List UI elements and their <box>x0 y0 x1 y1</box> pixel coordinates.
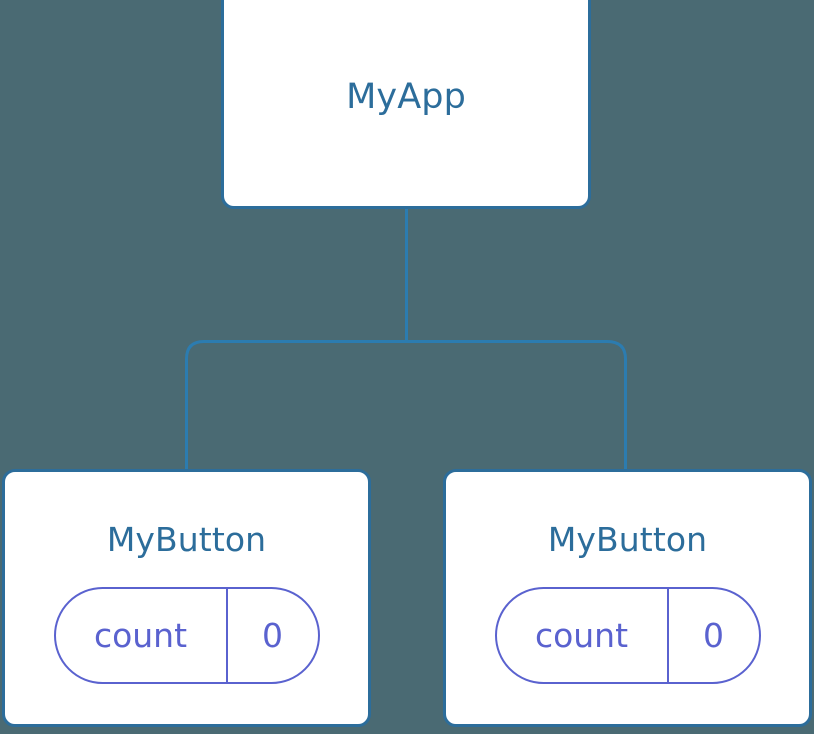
state-key-cell: count <box>56 589 228 682</box>
node-mybutton-2[interactable]: MyButton count 0 <box>443 469 812 727</box>
state-pill[interactable]: count 0 <box>53 587 320 684</box>
node-title: MyButton <box>106 520 267 559</box>
state-value-label: 0 <box>262 616 283 655</box>
node-title: MyButton <box>547 520 708 559</box>
state-value-label: 0 <box>703 616 724 655</box>
node-title: MyApp <box>346 77 466 117</box>
state-key-label: count <box>93 616 188 655</box>
node-myapp[interactable]: MyApp <box>221 0 591 209</box>
state-value-cell: 0 <box>228 589 318 682</box>
node-mybutton-1[interactable]: MyButton count 0 <box>2 469 371 727</box>
edge-root-to-mybutton-2 <box>405 209 627 471</box>
state-key-cell: count <box>497 589 669 682</box>
state-pill[interactable]: count 0 <box>494 587 761 684</box>
state-key-label: count <box>534 616 629 655</box>
edge-root-to-mybutton-1 <box>185 209 408 471</box>
state-value-cell: 0 <box>669 589 759 682</box>
